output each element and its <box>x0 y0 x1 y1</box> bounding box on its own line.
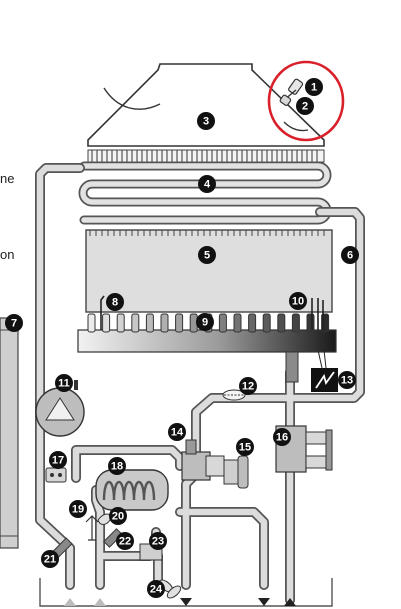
temperature-sensor <box>222 389 246 401</box>
fume-hood <box>87 63 325 147</box>
pressure-switch <box>45 467 67 483</box>
hood-baffle-right <box>283 121 309 132</box>
component-number-12: 12 <box>242 381 254 393</box>
component-number-16: 16 <box>276 432 288 444</box>
component-number-22: 22 <box>119 536 131 548</box>
component-badge-18: 18 <box>108 457 126 475</box>
component-badge-3: 3 <box>197 112 215 130</box>
component-number-3: 3 <box>203 116 209 128</box>
component-number-23: 23 <box>152 536 164 548</box>
component-number-17: 17 <box>52 455 64 467</box>
component-badge-2: 2 <box>296 97 314 115</box>
component-badge-23: 23 <box>149 532 167 550</box>
component-number-9: 9 <box>202 317 208 329</box>
flue-thermostat <box>283 78 304 101</box>
component-number-20: 20 <box>112 511 124 523</box>
component-number-14: 14 <box>171 427 184 439</box>
component-number-5: 5 <box>204 250 210 262</box>
component-badge-20: 20 <box>109 507 127 525</box>
valve-actuator <box>223 455 249 489</box>
component-number-18: 18 <box>111 461 123 473</box>
pressure-tap <box>279 94 292 106</box>
component-number-7: 7 <box>11 318 17 330</box>
dhw-heat-exchanger <box>95 469 169 511</box>
gas-valve <box>275 425 333 473</box>
component-number-8: 8 <box>112 297 118 309</box>
component-number-2: 2 <box>302 101 308 113</box>
hood-baffle-left <box>103 87 161 110</box>
component-number-21: 21 <box>44 554 56 566</box>
component-number-6: 6 <box>347 250 353 262</box>
component-badge-15: 15 <box>236 438 254 456</box>
ignition-unit <box>311 349 338 392</box>
burner-ramps <box>77 313 337 353</box>
component-badge-16: 16 <box>273 428 291 446</box>
circulation-pump <box>35 380 85 437</box>
component-badge-11: 11 <box>55 374 73 392</box>
highlight-ring <box>267 60 345 142</box>
exchanger-coils <box>78 161 332 225</box>
component-badge-21: 21 <box>41 550 59 568</box>
component-number-19: 19 <box>72 504 84 516</box>
component-badge-8: 8 <box>106 293 124 311</box>
expansion-vessel <box>0 317 19 549</box>
flow-switch <box>85 515 99 541</box>
component-badge-1: 1 <box>305 78 323 96</box>
component-badge-7: 7 <box>5 314 23 332</box>
cropped-text-top: ne <box>0 171 15 186</box>
cropped-text-bottom: on <box>0 247 15 262</box>
component-number-1: 1 <box>311 82 317 94</box>
component-number-4: 4 <box>204 179 211 191</box>
component-badge-17: 17 <box>49 451 67 469</box>
ignition-electrode-left <box>100 295 105 330</box>
exchanger-fins <box>87 149 325 163</box>
component-badge-19: 19 <box>69 500 87 518</box>
component-number-24: 24 <box>150 584 163 596</box>
component-badge-13: 13 <box>338 371 356 389</box>
component-number-10: 10 <box>292 296 304 308</box>
component-badge-24: 24 <box>147 580 165 598</box>
component-badge-14: 14 <box>168 423 186 441</box>
component-number-11: 11 <box>58 378 70 390</box>
component-badge-9: 9 <box>196 313 214 331</box>
component-badge-22: 22 <box>116 532 134 550</box>
gas-supply-pipe <box>285 351 299 383</box>
safety-valve <box>103 528 123 548</box>
component-badge-5: 5 <box>198 246 216 264</box>
component-badge-10: 10 <box>289 292 307 310</box>
component-badge-4: 4 <box>198 175 216 193</box>
diverter-valve <box>181 439 225 481</box>
connection-arrows <box>64 598 296 606</box>
ignition-electrodes-right <box>311 298 324 330</box>
component-badge-12: 12 <box>239 377 257 395</box>
component-number-13: 13 <box>341 375 353 387</box>
component-badge-6: 6 <box>341 246 359 264</box>
component-number-15: 15 <box>239 442 251 454</box>
